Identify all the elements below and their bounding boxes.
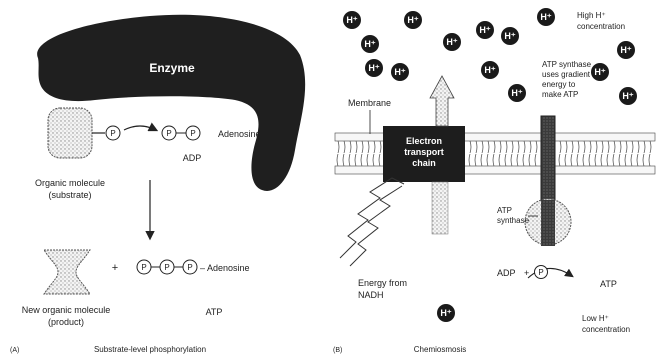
h-ion-label: H⁺ xyxy=(504,31,515,41)
substrate-label-line2: (substrate) xyxy=(48,190,91,200)
enzyme-shape xyxy=(37,15,305,191)
low-h-label-line1: Low H⁺ xyxy=(582,314,609,323)
h-ion-label: H⁺ xyxy=(484,65,495,75)
synthase-plus: + xyxy=(524,268,529,278)
panel-b-caption: Chemiosmosis xyxy=(414,345,466,354)
synthase-note-line4: make ATP xyxy=(542,90,578,99)
energy-label-line2: NADH xyxy=(358,290,384,300)
adp-p1-label: P xyxy=(166,129,171,138)
panel-a: Enzyme P P P Adenosine ADP Organic molec… xyxy=(10,15,305,354)
adp-adenosine-label: Adenosine xyxy=(218,129,261,139)
etc-label-line1: Electron xyxy=(406,136,442,146)
atp-p1-label: P xyxy=(141,263,146,272)
transfer-arrow xyxy=(124,126,156,130)
adp-label: ADP xyxy=(183,153,202,163)
membrane-label: Membrane xyxy=(348,98,391,108)
panel-b-letter: (B) xyxy=(333,347,342,354)
h-ion-label: H⁺ xyxy=(446,37,457,47)
energy-label-line1: Energy from xyxy=(358,278,407,288)
h-ion-label: H⁺ xyxy=(622,91,633,101)
proton-pump-arrow xyxy=(430,76,454,126)
h-ion-label: H⁺ xyxy=(594,67,605,77)
h-ion-label: H⁺ xyxy=(368,63,379,73)
stipple-column xyxy=(432,182,448,234)
low-h-label-line2: concentration xyxy=(582,325,630,334)
synthase-note-line3: energy to xyxy=(542,80,576,89)
substrate-label-line1: Organic molecule xyxy=(35,178,105,188)
enzyme-label: Enzyme xyxy=(149,61,195,75)
product-label-line2: (product) xyxy=(48,317,84,327)
synthase-note-line2: uses gradient xyxy=(542,70,591,79)
synthase-label-line1: ATP xyxy=(497,206,512,215)
h-ion-label: H⁺ xyxy=(511,88,522,98)
plus-sign: + xyxy=(112,262,118,274)
phosphate-label: P xyxy=(110,129,115,138)
atp-label: ATP xyxy=(206,307,223,317)
atp-adenosine-label: – Adenosine xyxy=(200,263,250,273)
atp-p3-label: P xyxy=(187,263,192,272)
product-label-line1: New organic molecule xyxy=(22,305,111,315)
h-ion-label: H⁺ xyxy=(479,25,490,35)
synthase-adp-label: ADP xyxy=(497,268,516,278)
synthase-p-label: P xyxy=(538,268,543,277)
h-ion-label: H⁺ xyxy=(407,15,418,25)
h-ion-label: H⁺ xyxy=(440,308,451,318)
h-ion-label: H⁺ xyxy=(540,12,551,22)
nadh-energy-wave xyxy=(340,178,404,258)
high-h-label-line1: High H⁺ xyxy=(577,11,606,20)
panel-a-letter: (A) xyxy=(10,347,19,354)
synthase-note-line1: ATP synthase xyxy=(542,60,592,69)
h-ion-label: H⁺ xyxy=(346,15,357,25)
high-h-label-line2: concentration xyxy=(577,22,625,31)
nadh-energy-wave-2 xyxy=(350,186,402,266)
panel-a-caption: Substrate-level phosphorylation xyxy=(94,345,206,354)
substrate-molecule xyxy=(48,108,92,158)
synthase-label-line2: synthase xyxy=(497,216,530,225)
synthase-atp-label: ATP xyxy=(600,279,617,289)
h-ion-label: H⁺ xyxy=(394,67,405,77)
adp-p2-label: P xyxy=(190,129,195,138)
panel-b: Electron transport chain ADP + P ATP Mem… xyxy=(333,8,655,354)
h-ion-label: H⁺ xyxy=(620,45,631,55)
atp-p2-label: P xyxy=(164,263,169,272)
etc-label-line2: transport xyxy=(404,147,444,157)
product-molecule xyxy=(44,250,90,294)
etc-label-line3: chain xyxy=(412,158,436,168)
h-ion-label: H⁺ xyxy=(364,39,375,49)
